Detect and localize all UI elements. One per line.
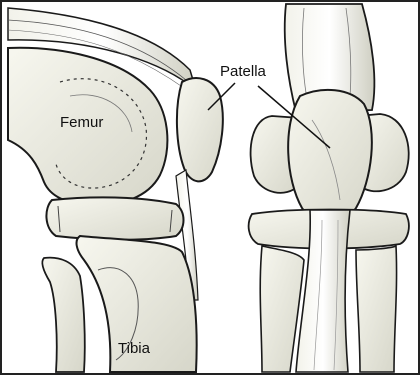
patella-bone-anterior (288, 90, 372, 222)
tibia-plateau (46, 197, 183, 239)
label-femur: Femur (60, 114, 103, 131)
anterior-tibia-right (356, 246, 397, 372)
label-patella: Patella (220, 63, 267, 80)
label-tibia: Tibia (118, 340, 151, 357)
